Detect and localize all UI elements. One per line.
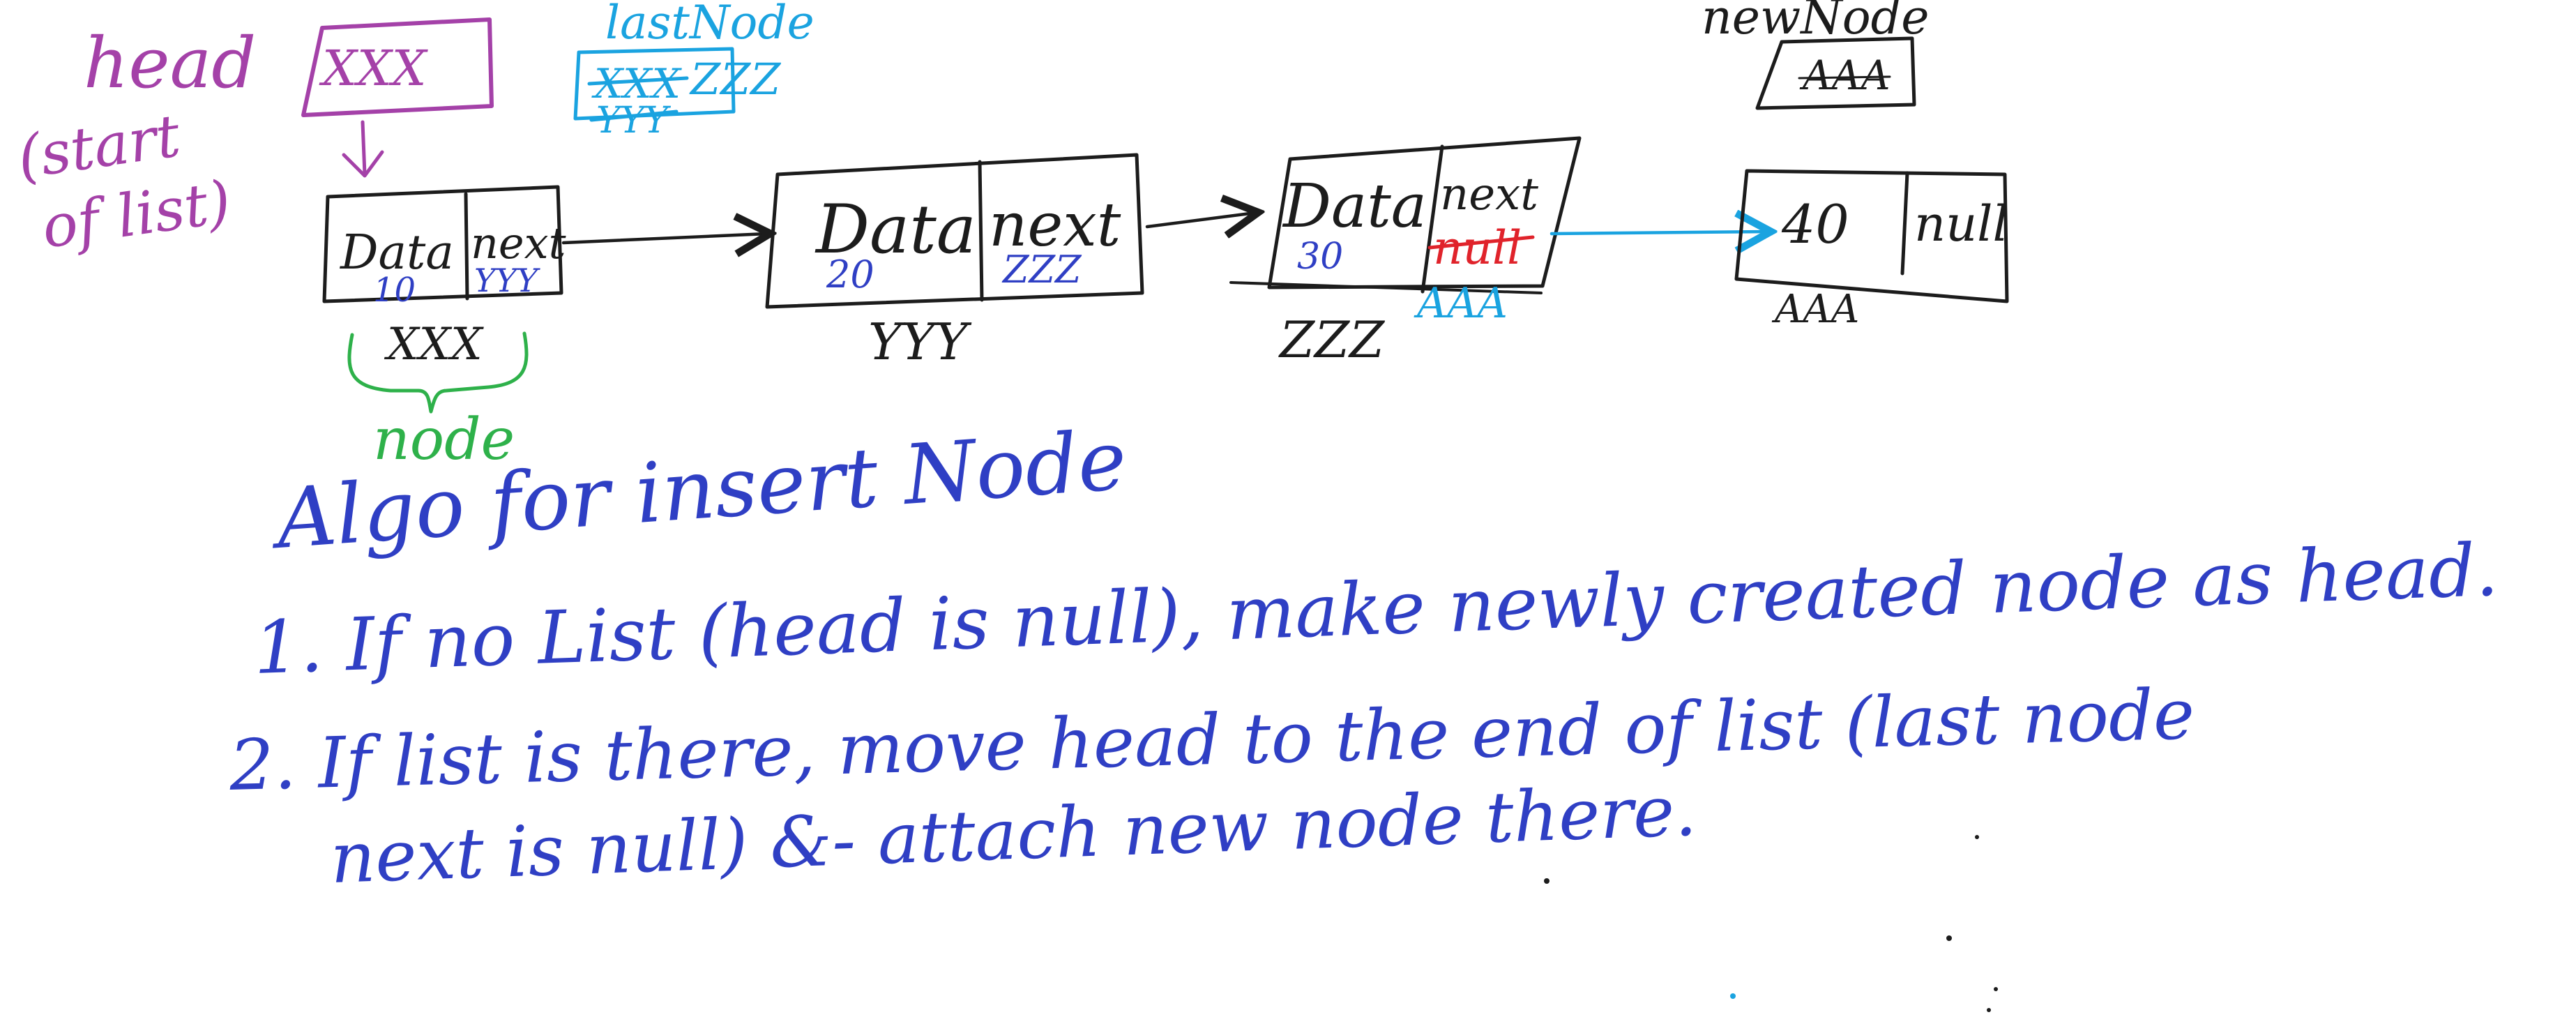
node-3-next-label: next (1440, 169, 1538, 220)
node-1-next-value: YYY (474, 262, 541, 299)
last-node-label: lastNode (605, 0, 815, 50)
node-2-address: YYY (868, 313, 972, 371)
node-3-data-label: Data (1282, 172, 1427, 241)
node-2-data-label: Data (815, 190, 976, 269)
node-1: Data next 10 YYY XXX (322, 185, 566, 370)
last-node-new-value: ZZZ (689, 54, 781, 105)
node-3-next-struck: null (1433, 221, 1522, 275)
node-4-data-label: 40 (1781, 193, 1849, 255)
node-2-data-value: 20 (826, 253, 874, 296)
head-label: head (84, 22, 256, 104)
head-down-arrow (342, 120, 384, 178)
node-1-next-label: next (471, 218, 566, 269)
node-1-address: XXX (384, 319, 484, 370)
node-1-data-label: Data (339, 225, 454, 280)
head-pointer-box: XXX (301, 17, 494, 117)
node-brace: node (347, 331, 529, 473)
node-3: Data next 30 null AAA ZZZ (1229, 136, 1582, 369)
last-node-box: XXX ZZZ YYY (573, 47, 781, 142)
node-2-next-value: ZZZ (1001, 248, 1082, 292)
head-pointer-value: XXX (319, 40, 429, 97)
new-node-box: AAA (1755, 36, 1916, 110)
stray-marks (1544, 835, 1998, 1012)
node-4-address: AAA (1771, 287, 1859, 332)
node-2-next-label: next (989, 190, 1121, 260)
node-2: Data next 20 ZZZ YYY (765, 153, 1144, 371)
node-4-next-label: null (1914, 195, 2008, 253)
node-3-next-value: AAA (1414, 279, 1508, 328)
arrow-node1-node2 (561, 234, 767, 243)
new-node-value: AAA (1799, 52, 1891, 99)
node-4: 40 null AAA (1734, 169, 2009, 332)
arrow-node2-node3 (1145, 213, 1255, 227)
node-3-address: ZZZ (1278, 310, 1386, 369)
node-3-data-value: 30 (1297, 236, 1343, 278)
algorithm-step-1: 1. If no List (head is null), make newly… (252, 527, 2500, 691)
node-brace-label: node (373, 407, 515, 473)
last-node-struck-value-2: YYY (596, 100, 672, 142)
node-1-data-value: 10 (373, 271, 416, 310)
arrow-node3-node4 (1550, 232, 1768, 234)
